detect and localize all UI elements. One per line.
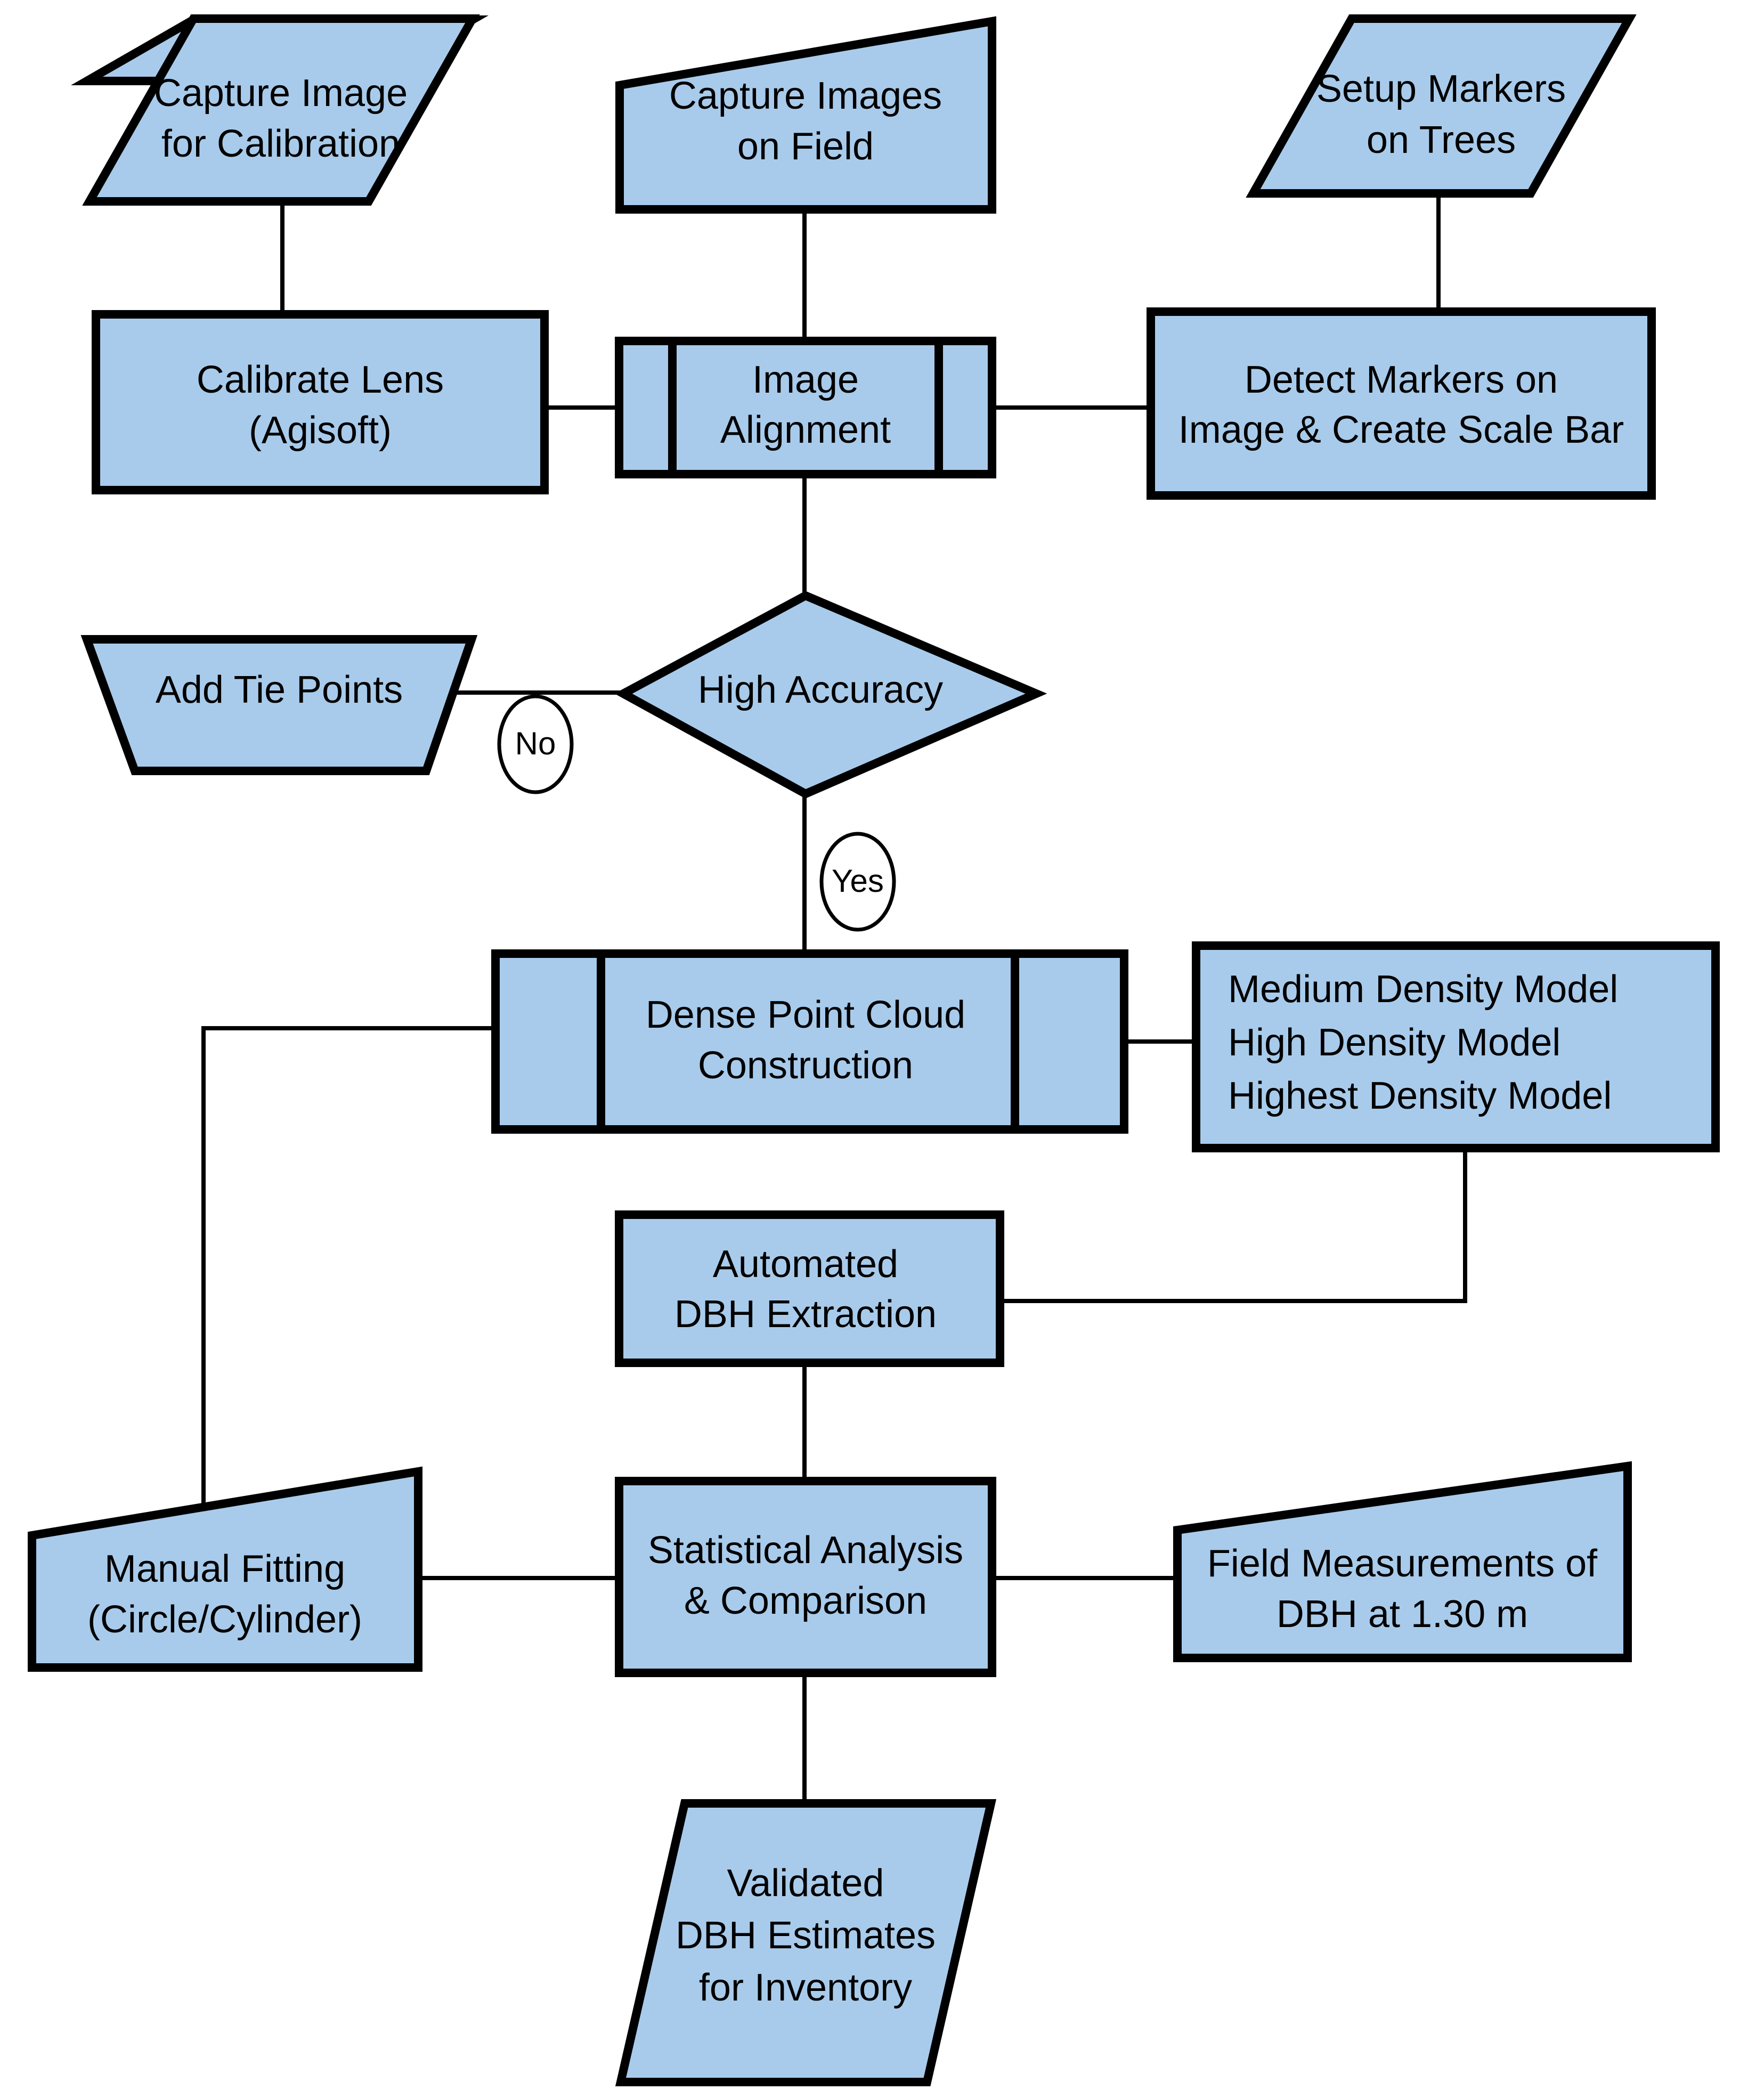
image-alignment-line-2: Alignment bbox=[720, 409, 891, 451]
automated-dbh-extraction-shape[interactable] bbox=[615, 1210, 1004, 1367]
dense-point-cloud-shape[interactable] bbox=[491, 949, 1128, 1134]
add-tie-points-line-1: Add Tie Points bbox=[156, 669, 403, 711]
density-models-line-3: Highest Density Model bbox=[1228, 1075, 1612, 1117]
node-statistical-analysis[interactable]: Statistical Analysis & Comparison bbox=[615, 1477, 996, 1677]
field-measurements-line-2: DBH at 1.30 m bbox=[1277, 1593, 1528, 1636]
high-accuracy-line-1: High Accuracy bbox=[698, 669, 943, 711]
validated-dbh-line-2: DBH Estimates bbox=[676, 1914, 936, 1957]
validated-dbh-line-3: for Inventory bbox=[699, 1966, 912, 2009]
node-high-accuracy[interactable]: High Accuracy bbox=[614, 591, 1047, 799]
setup-markers-on-trees-shape[interactable] bbox=[1246, 14, 1637, 198]
image-alignment-line-1: Image bbox=[752, 359, 859, 401]
manual-fitting-shape[interactable] bbox=[28, 1466, 422, 1672]
automated-dbh-line-2: DBH Extraction bbox=[674, 1293, 937, 1336]
density-models-shape[interactable] bbox=[1192, 941, 1720, 1152]
add-tie-points-shape[interactable] bbox=[80, 635, 478, 775]
connector-dense-point-cloud-to-manual-fitting bbox=[201, 1026, 495, 1535]
capture-images-on-field-shape[interactable] bbox=[615, 16, 996, 214]
validated-dbh-shape[interactable] bbox=[615, 1799, 997, 2086]
capture-image-for-calibration-line-1: Capture Image bbox=[154, 72, 408, 115]
manual-fitting-line-2: (Circle/Cylinder) bbox=[87, 1598, 362, 1641]
density-models-line-1: Medium Density Model bbox=[1228, 968, 1618, 1011]
statistical-analysis-line-2: & Comparison bbox=[684, 1580, 927, 1622]
node-automated-dbh-extraction[interactable]: Automated DBH Extraction bbox=[615, 1210, 1004, 1367]
node-capture-images-on-field[interactable]: Capture Images on Field bbox=[615, 16, 996, 214]
node-calibrate-lens[interactable]: Calibrate Lens (Agisoft) bbox=[92, 310, 549, 494]
calibrate-lens-line-1: Calibrate Lens bbox=[197, 359, 444, 401]
detect-markers-shape[interactable] bbox=[1147, 307, 1656, 500]
connector-density-models-to-automated-dbh bbox=[1000, 1148, 1467, 1303]
node-validated-dbh-estimates[interactable]: Validated DBH Estimates for Inventory bbox=[615, 1799, 997, 2086]
node-add-tie-points[interactable]: Add Tie Points bbox=[80, 635, 478, 775]
node-detect-markers[interactable]: Detect Markers on Image & Create Scale B… bbox=[1147, 307, 1656, 500]
yes-label-text: Yes bbox=[832, 863, 884, 899]
calibrate-lens-line-2: (Agisoft) bbox=[249, 409, 392, 452]
manual-fitting-line-1: Manual Fitting bbox=[104, 1548, 345, 1590]
detect-markers-line-2: Image & Create Scale Bar bbox=[1178, 409, 1624, 451]
edge-label-no: No bbox=[497, 694, 574, 794]
node-manual-fitting[interactable]: Manual Fitting (Circle/Cylinder) bbox=[28, 1466, 422, 1672]
high-accuracy-shape[interactable] bbox=[614, 591, 1047, 799]
statistical-analysis-line-1: Statistical Analysis bbox=[648, 1529, 963, 1572]
field-measurements-line-1: Field Measurements of bbox=[1207, 1542, 1598, 1585]
dense-point-cloud-line-1: Dense Point Cloud bbox=[646, 994, 965, 1036]
setup-markers-on-trees-line-1: Setup Markers bbox=[1316, 68, 1566, 110]
capture-image-for-calibration-line-2: for Calibration bbox=[161, 123, 400, 165]
density-models-line-2: High Density Model bbox=[1228, 1021, 1560, 1064]
calibrate-lens-shape[interactable] bbox=[92, 310, 549, 494]
node-field-measurements[interactable]: Field Measurements of DBH at 1.30 m bbox=[1173, 1461, 1632, 1662]
no-label-ellipse bbox=[497, 694, 574, 794]
capture-images-on-field-line-1: Capture Images bbox=[669, 75, 942, 117]
node-capture-image-for-calibration[interactable]: Capture Image for Calibration bbox=[71, 14, 489, 206]
connector-layer bbox=[201, 197, 1467, 1803]
validated-dbh-line-1: Validated bbox=[727, 1862, 884, 1905]
yes-label-ellipse bbox=[819, 832, 896, 932]
automated-dbh-line-1: Automated bbox=[713, 1243, 898, 1286]
node-setup-markers-on-trees[interactable]: Setup Markers on Trees bbox=[1246, 14, 1637, 198]
statistical-analysis-shape[interactable] bbox=[615, 1477, 996, 1677]
detect-markers-line-1: Detect Markers on bbox=[1245, 359, 1558, 401]
node-image-alignment[interactable]: Image Alignment bbox=[615, 337, 996, 478]
no-label-text: No bbox=[515, 726, 556, 761]
setup-markers-on-trees-line-2: on Trees bbox=[1367, 119, 1516, 161]
dense-point-cloud-line-2: Construction bbox=[698, 1044, 913, 1087]
capture-images-on-field-line-2: on Field bbox=[737, 125, 874, 168]
node-density-models[interactable]: Medium Density Model High Density Model … bbox=[1192, 941, 1720, 1152]
capture-image-for-calibration-body[interactable] bbox=[82, 14, 480, 206]
image-alignment-shape[interactable] bbox=[615, 337, 996, 478]
node-dense-point-cloud[interactable]: Dense Point Cloud Construction bbox=[491, 949, 1128, 1134]
field-measurements-shape[interactable] bbox=[1173, 1461, 1632, 1662]
edge-label-yes: Yes bbox=[819, 832, 896, 932]
